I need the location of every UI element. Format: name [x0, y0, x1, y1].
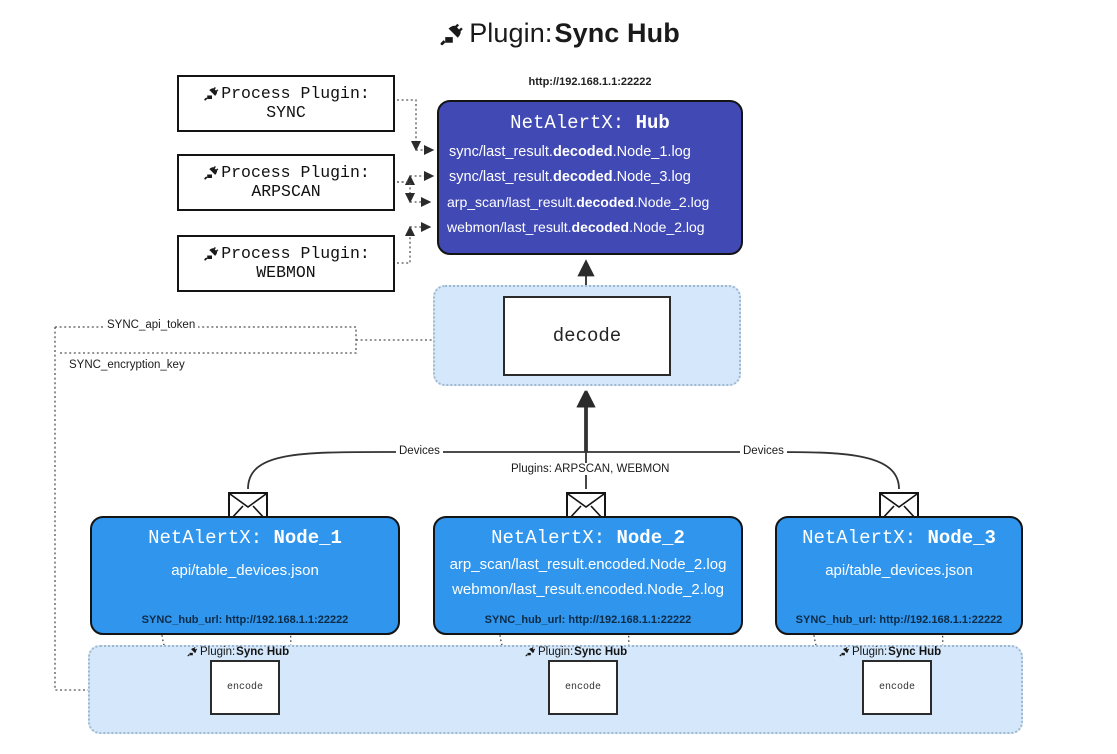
- page-title-prefix: Plugin:: [469, 18, 553, 48]
- node-hub-url: SYNC_hub_url: http://192.168.1.1:22222: [795, 614, 1003, 626]
- plug-icon: [202, 163, 221, 182]
- hub-log-line: sync/last_result.decoded.Node_3.log: [449, 169, 741, 185]
- hub-url-label: http://192.168.1.1:22222: [528, 76, 652, 88]
- plug-icon: [838, 645, 851, 658]
- encoder-label-prefix: Plugin:: [852, 645, 888, 658]
- hub-log-pre: webmon/last_result.: [447, 219, 572, 235]
- node-line: api/table_devices.json: [171, 562, 319, 579]
- node-line: webmon/last_result.encoded.Node_2.log: [452, 581, 724, 598]
- encoder-label-name: Sync Hub: [574, 645, 628, 658]
- node-line: api/table_devices.json: [825, 562, 973, 579]
- node-title-prefix: NetAlertX:: [491, 527, 617, 549]
- process-plugin-head: Process Plugin:: [202, 163, 370, 182]
- hub-log-line: sync/last_result.decoded.Node_1.log: [449, 144, 741, 160]
- node-box-node-2[interactable]: NetAlertX: Node_2 arp_scan/last_result.e…: [433, 516, 743, 635]
- hub-log-pre: sync/last_result.: [449, 144, 553, 160]
- hub-log-line: webmon/last_result.decoded.Node_2.log: [447, 219, 739, 235]
- plug-icon: [524, 645, 537, 658]
- hub-log-pre: arp_scan/last_result.: [447, 194, 577, 210]
- encoder-plugin-label: Plugin: Sync Hub: [186, 645, 289, 658]
- hub-log-post: .Node_2.log: [633, 194, 710, 210]
- plug-icon: [186, 645, 199, 658]
- process-plugin-head-label: Process Plugin:: [221, 162, 370, 182]
- encoder-label-prefix: Plugin:: [538, 645, 574, 658]
- node-line: arp_scan/last_result.encoded.Node_2.log: [449, 556, 727, 573]
- node-hub-url: SYNC_hub_url: http://192.168.1.1:22222: [141, 614, 349, 626]
- node-title-name: Node_1: [273, 527, 342, 549]
- node-box-node-3[interactable]: NetAlertX: Node_3 api/table_devices.json…: [775, 516, 1023, 635]
- process-plugin-sync[interactable]: Process Plugin: SYNC: [177, 75, 395, 132]
- node-title: NetAlertX: Node_2: [435, 527, 741, 549]
- plug-icon: [202, 84, 221, 103]
- process-plugin-head: Process Plugin:: [202, 84, 370, 103]
- node-title-prefix: NetAlertX:: [802, 527, 928, 549]
- encoder-plugin-label: Plugin: Sync Hub: [838, 645, 941, 658]
- edge-label-plugins: Plugins: ARPSCAN, WEBMON: [508, 463, 673, 475]
- hub-log-post: .Node_3.log: [612, 169, 691, 185]
- process-plugin-name: SYNC: [266, 102, 306, 122]
- hub-log-post: .Node_2.log: [629, 219, 705, 235]
- node-title-name: Node_2: [616, 527, 685, 549]
- process-plugin-webmon[interactable]: Process Plugin: WEBMON: [177, 235, 395, 292]
- node-title-name: Node_3: [927, 527, 996, 549]
- process-plugin-head: Process Plugin:: [202, 244, 370, 263]
- encode-box[interactable]: encode: [862, 660, 932, 715]
- hub-log-mid: decoded: [571, 219, 630, 235]
- page-title-name: Sync Hub: [554, 18, 680, 48]
- hub-log-post: .Node_1.log: [612, 144, 691, 160]
- node-title: NetAlertX: Node_1: [92, 527, 398, 549]
- encoder-label-name: Sync Hub: [236, 645, 290, 658]
- edge-label-devices-right: Devices: [740, 445, 787, 457]
- node-title-prefix: NetAlertX:: [148, 527, 274, 549]
- secret-label-encryption-key: SYNC_encryption_key: [66, 359, 188, 371]
- hub-log-mid: decoded: [552, 169, 613, 185]
- node-box-node-1[interactable]: NetAlertX: Node_1 api/table_devices.json…: [90, 516, 400, 635]
- process-plugin-head-label: Process Plugin:: [221, 243, 370, 263]
- encoder-label-name: Sync Hub: [888, 645, 942, 658]
- secret-label-api-token: SYNC_api_token: [104, 319, 199, 331]
- process-plugin-arpscan[interactable]: Process Plugin: ARPSCAN: [177, 154, 395, 211]
- edge-label-devices-left: Devices: [396, 445, 443, 457]
- hub-log-line: arp_scan/last_result.decoded.Node_2.log: [447, 194, 739, 210]
- hub-title-prefix: NetAlertX:: [510, 112, 636, 134]
- plug-icon: [437, 19, 467, 49]
- encoder-plugin-label: Plugin: Sync Hub: [524, 645, 627, 658]
- hub-log-pre: sync/last_result.: [449, 169, 553, 185]
- page-title: Plugin: Sync Hub: [0, 18, 1117, 49]
- node-hub-url: SYNC_hub_url: http://192.168.1.1:22222: [484, 614, 692, 626]
- node-title: NetAlertX: Node_3: [777, 527, 1021, 549]
- process-plugin-name: WEBMON: [256, 262, 316, 282]
- hub-log-mid: decoded: [552, 144, 613, 160]
- encode-box[interactable]: encode: [548, 660, 618, 715]
- encode-box[interactable]: encode: [210, 660, 280, 715]
- process-plugin-name: ARPSCAN: [251, 181, 321, 201]
- hub-log-mid: decoded: [576, 194, 634, 210]
- encoder-label-prefix: Plugin:: [200, 645, 236, 658]
- hub-box[interactable]: NetAlertX: Hub sync/last_result.decoded.…: [437, 100, 743, 255]
- process-plugin-head-label: Process Plugin:: [221, 83, 370, 103]
- hub-title-name: Hub: [635, 112, 670, 134]
- plug-icon: [202, 244, 221, 263]
- hub-title: NetAlertX: Hub: [439, 112, 741, 134]
- decode-box[interactable]: decode: [503, 296, 671, 376]
